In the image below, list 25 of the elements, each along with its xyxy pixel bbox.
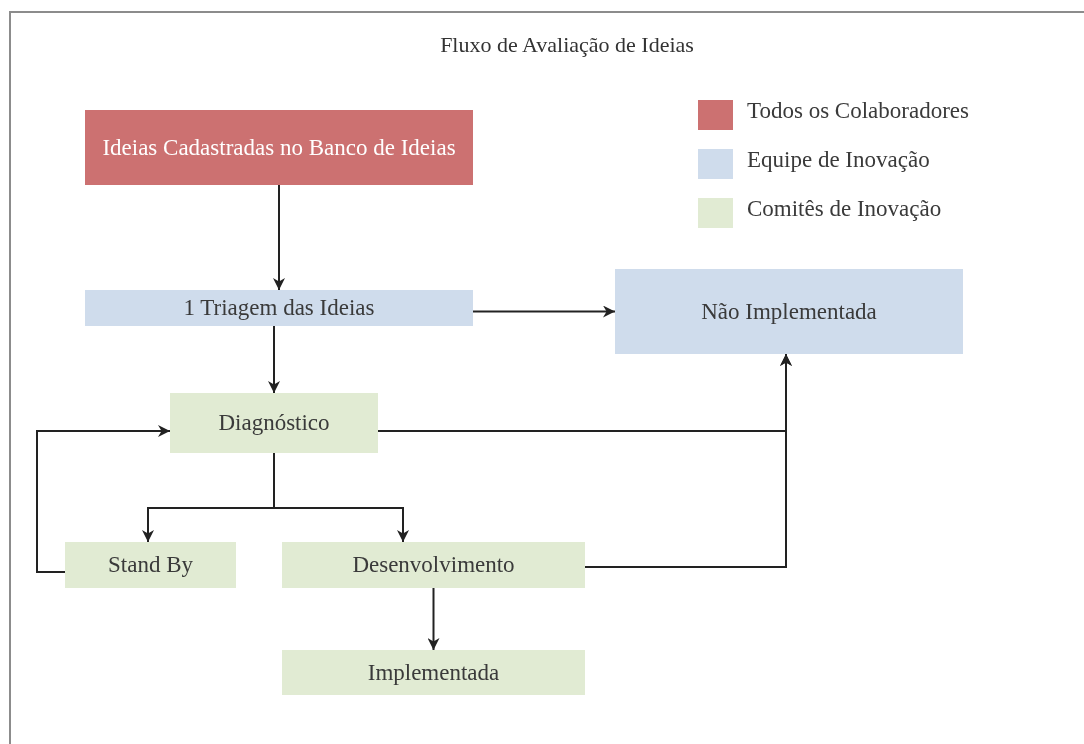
box-label: Implementada [367, 658, 500, 687]
legend-label: Todos os Colaboradores [747, 98, 969, 124]
process-box [85, 110, 473, 185]
arrow [268, 325, 280, 394]
arrow [472, 305, 616, 318]
arrow [427, 587, 440, 651]
arrow [273, 184, 285, 291]
arrow [36, 425, 171, 573]
legend-label: Comitês de Inovação [747, 196, 942, 222]
process-box [282, 542, 585, 588]
box-label: Não Implementada [701, 297, 877, 326]
process-box [65, 542, 236, 588]
legend-label: Equipe de Inovação [747, 147, 930, 173]
process-box [85, 290, 473, 326]
box-label: Ideias Cadastradas no Banco de Ideias [102, 133, 456, 162]
box-label: Stand By [108, 551, 193, 579]
diagram-title: Fluxo de Avaliação de Ideias [439, 32, 695, 58]
process-box [615, 269, 963, 354]
box-label: Desenvolvimento [352, 551, 515, 579]
process-box [170, 393, 378, 453]
box-label: 1 Triagem das Ideias [183, 294, 375, 322]
arrow [584, 353, 792, 568]
arrow [273, 452, 409, 543]
box-label: Diagnóstico [218, 409, 330, 437]
process-box [282, 650, 585, 695]
